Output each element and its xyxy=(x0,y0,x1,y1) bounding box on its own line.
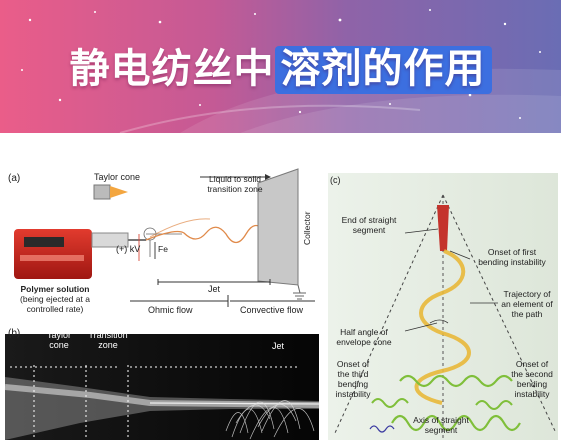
figure-graphics xyxy=(4,168,558,440)
end-straight-label: End of straight segment xyxy=(330,215,408,235)
header-banner: 静电纺丝中溶剂的作用 xyxy=(0,0,561,133)
polymer-solution-label: Polymer solution (being ejected at a con… xyxy=(6,284,104,314)
transition-zone-label: Liquid to solid transition zone xyxy=(195,174,275,194)
taylor-photo-line-1: Taylor xyxy=(46,330,71,340)
collector-label: Collector xyxy=(302,211,312,245)
jet-label: Jet xyxy=(208,284,221,294)
trajectory-label: Trajectory of an element of the path xyxy=(496,289,558,319)
onset-third-label: Onset of the third bending instability xyxy=(328,359,378,399)
convective-flow-label: Convective flow xyxy=(240,305,304,315)
end-straight-line-2: segment xyxy=(352,225,386,235)
half-angle-label: Half angle of envelope cone xyxy=(324,327,404,347)
axis-line-2: segment xyxy=(424,425,458,435)
half-angle-line-1: Half angle of xyxy=(340,327,388,337)
polymer-line-3: controlled rate) xyxy=(26,304,84,314)
onset-second-line-1: Onset of xyxy=(515,359,549,369)
panel-c-diagram xyxy=(328,173,558,440)
panel-c-letter: (c) xyxy=(330,175,341,185)
onset-second-line-4: instability xyxy=(514,389,550,399)
transition-zone-photo-label: Transition zone xyxy=(82,330,134,350)
axis-line-1: Axis of straight xyxy=(413,415,469,425)
ohmic-flow-label: Ohmic flow xyxy=(148,305,193,315)
jet-photo-label: Jet xyxy=(272,341,285,351)
polymer-line-2: (being ejected at a xyxy=(20,294,90,304)
figure: (a) Taylor cone Liquid to solid transiti… xyxy=(0,133,561,440)
onset-third-line-2: the third xyxy=(337,369,369,379)
trajectory-line-1: Trajectory of xyxy=(503,289,551,299)
trajectory-spiral xyxy=(414,249,471,405)
trajectory-line-2: an element of xyxy=(501,299,553,309)
transition-line-2: transition zone xyxy=(207,184,263,194)
onset-third-line-3: bending xyxy=(337,379,369,389)
onset-first-label: Onset of first bending instability xyxy=(466,247,558,267)
taylor-cone-label: Taylor cone xyxy=(94,172,141,182)
onset-first-line-2: bending instability xyxy=(478,257,546,267)
title-highlight: 溶剂的作用 xyxy=(274,46,492,94)
axis-straight-label: Axis of straight segment xyxy=(396,415,486,435)
half-angle-line-2: envelope cone xyxy=(336,337,392,347)
onset-first-line-1: Onset of first xyxy=(487,247,537,257)
polymer-line-1: Polymer solution xyxy=(20,284,90,294)
jet-whip-fibers xyxy=(225,400,315,440)
panel-b-photo xyxy=(4,334,320,440)
panel-a-diagram xyxy=(14,168,315,307)
voltage-label: (+) kV xyxy=(116,244,141,254)
end-straight-line-1: End of straight xyxy=(341,215,397,225)
straight-segment xyxy=(437,205,449,251)
onset-second-line-2: the second xyxy=(511,369,553,379)
title-part-1: 静电纺丝中 xyxy=(69,46,275,92)
transition-line-1: Liquid to solid xyxy=(209,174,261,184)
transition-photo-line-2: zone xyxy=(98,340,118,350)
onset-third-line-1: Onset of xyxy=(336,359,370,369)
transition-photo-line-1: Transition xyxy=(88,330,128,340)
onset-second-label: Onset of the second bending instability xyxy=(506,359,558,399)
trajectory-line-3: the path xyxy=(511,309,543,319)
taylor-cone-photo-label: Taylor cone xyxy=(36,330,82,350)
force-label: Fe xyxy=(158,244,168,254)
panel-b-letter: (b) xyxy=(8,328,21,339)
page-title: 静电纺丝中溶剂的作用 xyxy=(0,36,561,94)
onset-second-line-3: bending xyxy=(516,379,548,389)
onset-third-line-4: instability xyxy=(335,389,371,399)
taylor-photo-line-2: cone xyxy=(49,340,69,350)
pump-display xyxy=(24,237,64,247)
panel-a-letter: (a) xyxy=(8,173,21,184)
syringe-pump-body xyxy=(14,229,92,279)
taylor-cone-shape xyxy=(110,186,128,198)
